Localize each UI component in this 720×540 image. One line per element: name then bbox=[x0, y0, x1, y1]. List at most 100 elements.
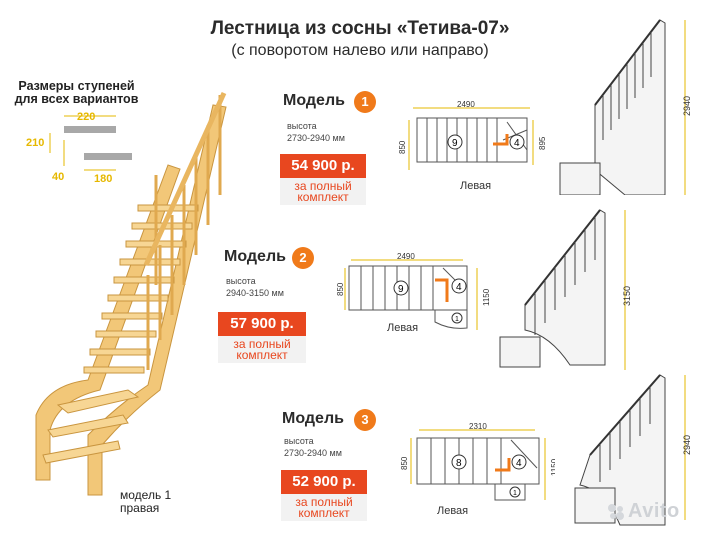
avito-watermark: Avito bbox=[607, 500, 680, 523]
plan3-steps-turn-circle bbox=[511, 454, 527, 470]
elev1-stringer bbox=[594, 19, 666, 195]
dim-rise-label: 210 bbox=[26, 137, 44, 149]
model-2-plan: 2490 850 1150 9 4 1 bbox=[336, 252, 491, 330]
elev2-balusters bbox=[534, 217, 596, 335]
steps-group bbox=[42, 204, 199, 464]
model-1-price: 54 900 р. bbox=[280, 154, 366, 178]
handrail bbox=[143, 91, 227, 267]
plan1-treads bbox=[426, 118, 528, 162]
model-2-complete: за полный комплект bbox=[218, 336, 306, 363]
model-3-price: 52 900 р. bbox=[281, 470, 367, 494]
plan1-steps-turn-circle bbox=[509, 134, 525, 150]
plan1-right-label: 895 bbox=[538, 136, 545, 150]
model-2-complete-line1: за полный bbox=[233, 337, 291, 351]
plan2-treads bbox=[360, 266, 466, 310]
plan2-steps-turn: 4 bbox=[456, 282, 462, 293]
avito-logo-icon bbox=[607, 503, 625, 521]
elev2-height-label: 3150 bbox=[622, 286, 632, 306]
plan2-steps-extra-circle bbox=[451, 312, 463, 324]
model-3-complete: за полный комплект bbox=[281, 494, 367, 521]
plan1-left-label: 850 bbox=[398, 140, 407, 154]
caption-line2: правая bbox=[120, 501, 160, 515]
plan3-steps-extra-circle bbox=[509, 486, 521, 498]
model-2-height: высота 2940-3150 мм bbox=[226, 275, 284, 299]
main-photo-caption: модель 1 правая bbox=[120, 489, 171, 515]
plan2-steps-turn-circle bbox=[451, 278, 467, 294]
model-1-height: высота 2730-2940 мм bbox=[287, 120, 345, 144]
model-2-complete-line2: комплект bbox=[236, 348, 288, 362]
plan3-steps-main: 8 bbox=[456, 458, 462, 469]
plan1-steps-main-circle bbox=[447, 134, 463, 150]
plan1-steps-turn: 4 bbox=[514, 138, 520, 149]
step-sizes-title-line2: для всех вариантов bbox=[14, 92, 139, 106]
model-3-height-range: 2730-2940 мм bbox=[284, 448, 342, 458]
page-subtitle: (с поворотом налево или направо) bbox=[231, 42, 489, 59]
elev1-balusters bbox=[602, 32, 652, 140]
model-2-height-range: 2940-3150 мм bbox=[226, 288, 284, 298]
plan2-steps-main-circle bbox=[393, 280, 409, 296]
plan3-left-label: 850 bbox=[400, 456, 409, 470]
plan3-right-label: 1150 bbox=[550, 458, 555, 476]
model-1-side: Левая bbox=[460, 180, 492, 192]
model-3-label: Модель bbox=[282, 410, 344, 427]
plan2-direction-arrow bbox=[435, 278, 449, 302]
elev2-handrail bbox=[524, 209, 601, 306]
model-2-elevation: 3150 bbox=[499, 209, 632, 370]
model-1-elevation: 2940 bbox=[559, 19, 692, 195]
dim-bottom-label: 180 bbox=[94, 173, 112, 185]
model-3-plan: 2310 850 1150 8 4 1 bbox=[400, 422, 555, 501]
model-1-height-range: 2730-2940 мм bbox=[287, 133, 345, 143]
staircase-illustration bbox=[35, 91, 227, 496]
model-3-badge: 3 bbox=[354, 409, 376, 431]
model-2-badge: 2 bbox=[292, 247, 314, 269]
caption-line1: модель 1 bbox=[120, 488, 172, 502]
model-1-complete-line2: комплект bbox=[297, 190, 349, 204]
plan3-winder bbox=[494, 483, 526, 501]
lower-step-shape bbox=[84, 153, 132, 160]
elev1-lower-flight bbox=[559, 162, 601, 195]
upper-step-shape bbox=[64, 126, 116, 133]
dim-top-label: 220 bbox=[77, 111, 95, 123]
model-2-label: Модель bbox=[224, 248, 286, 265]
model-3-elevation: 2940 bbox=[574, 374, 692, 526]
plan2-winder bbox=[434, 309, 468, 329]
model-1-plan: 2490 850 895 9 4 bbox=[398, 100, 545, 170]
model-1-badge: 1 bbox=[354, 91, 376, 113]
elev1-handrail bbox=[594, 19, 661, 106]
elev3-height-label: 2940 bbox=[682, 435, 692, 455]
plan3-steps-turn: 4 bbox=[516, 458, 522, 469]
elev1-height-label: 2940 bbox=[682, 96, 692, 116]
plan2-outline bbox=[348, 265, 468, 311]
elev2-lower-flight bbox=[499, 336, 541, 368]
plan2-right-label: 1150 bbox=[482, 288, 491, 306]
model-1-label: Модель bbox=[283, 92, 345, 109]
plan2-steps-main: 9 bbox=[398, 284, 404, 295]
plan3-direction-arrow bbox=[495, 458, 511, 472]
dim-small-label: 40 bbox=[52, 171, 64, 183]
watermark-text: Avito bbox=[628, 500, 680, 522]
model-1-complete: за полный комплект bbox=[280, 178, 366, 205]
plan1-outline bbox=[416, 117, 528, 163]
page-title: Лестница из сосны «Тетива-07» bbox=[210, 18, 510, 39]
model-2-height-label: высота bbox=[226, 276, 256, 286]
plan3-steps-main-circle bbox=[451, 454, 467, 470]
step-size-diagram: 220 210 40 180 bbox=[26, 111, 132, 185]
model-3-complete-line2: комплект bbox=[298, 506, 350, 520]
plan1-steps-main: 9 bbox=[452, 138, 458, 149]
plan3-outline bbox=[416, 437, 540, 485]
plan3-width-label: 2310 bbox=[469, 422, 487, 431]
elev3-lower-flight bbox=[574, 487, 616, 524]
model-2-price: 57 900 р. bbox=[218, 312, 306, 336]
step-sizes-title: Размеры ступеней для всех вариантов bbox=[14, 80, 184, 106]
plan3-steps-extra: 1 bbox=[513, 490, 517, 497]
plan2-left-label: 850 bbox=[336, 282, 345, 296]
model-3-side: Левая bbox=[437, 505, 469, 517]
plan1-direction-arrow bbox=[493, 134, 509, 146]
balusters-group bbox=[146, 95, 222, 370]
model-3-complete-line1: за полный bbox=[295, 495, 353, 509]
elev3-balusters bbox=[599, 386, 651, 482]
elev3-handrail bbox=[589, 374, 661, 456]
plan2-width-label: 2490 bbox=[397, 252, 415, 261]
plan1-width-label: 2490 bbox=[457, 100, 475, 109]
model-1-complete-line1: за полный bbox=[294, 179, 352, 193]
